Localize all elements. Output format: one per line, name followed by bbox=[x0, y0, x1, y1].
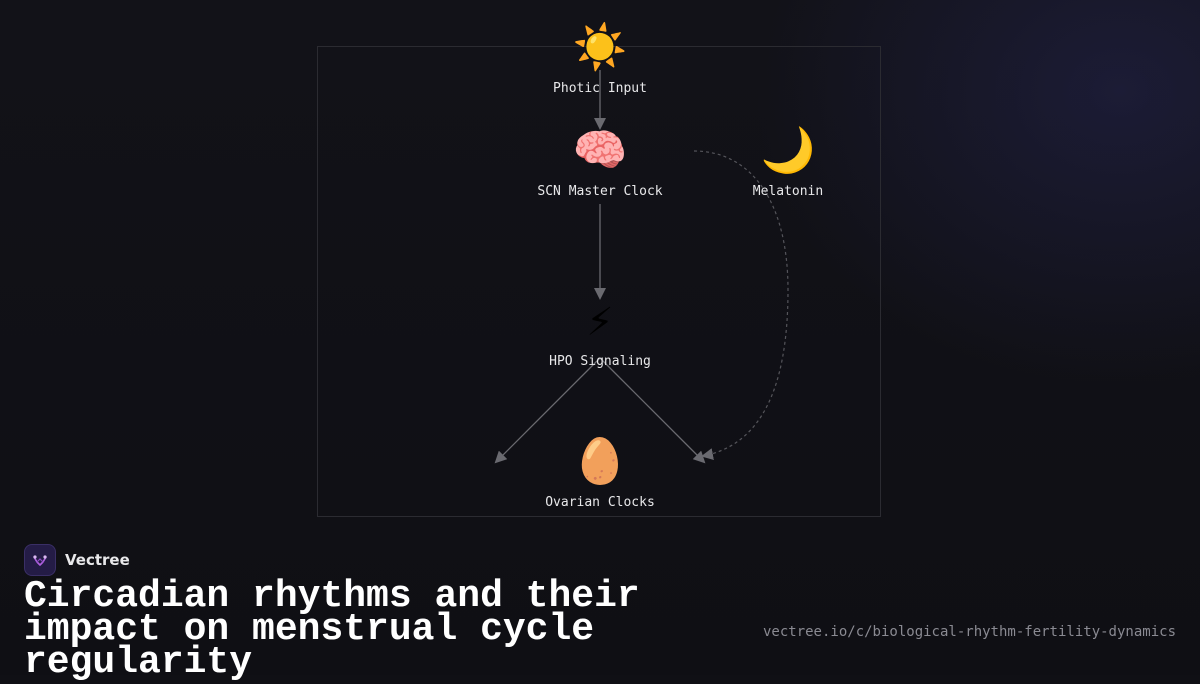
egg-icon: 🥚 bbox=[572, 436, 628, 487]
node-melatonin: 🌙 Melatonin bbox=[753, 123, 823, 201]
node-label-ovarian-clocks: Ovarian Clocks bbox=[545, 495, 655, 510]
page-title: Circadian rhythms and their impact on me… bbox=[24, 575, 640, 684]
lightning-icon: ⚡ bbox=[586, 295, 614, 346]
edge-scn-to-ovarian-dashed bbox=[693, 150, 789, 460]
node-photic-input: ☀️ Photic Input bbox=[553, 20, 647, 98]
edge-hpo-to-ovarian-right bbox=[599, 357, 706, 464]
diagram-frame bbox=[317, 46, 881, 517]
brand-name: Vectree bbox=[65, 551, 130, 569]
node-hpo-signaling: ⚡ HPO Signaling bbox=[549, 293, 651, 371]
source-url: vectree.io/c/biological-rhythm-fertility… bbox=[762, 624, 1176, 640]
node-label-melatonin: Melatonin bbox=[752, 184, 824, 199]
brain-icon: 🧠 bbox=[572, 125, 628, 176]
edge-hpo-to-ovarian-left bbox=[494, 357, 601, 464]
brand: Vectree bbox=[24, 544, 130, 576]
node-label-scn-master-clock: SCN Master Clock bbox=[537, 184, 663, 199]
node-label-photic-input: Photic Input bbox=[553, 81, 647, 96]
node-ovarian-clocks: 🥚 Ovarian Clocks bbox=[545, 434, 655, 512]
node-scn-master-clock: 🧠 SCN Master Clock bbox=[537, 123, 662, 201]
sun-icon: ☀️ bbox=[572, 22, 628, 73]
node-label-hpo-signaling: HPO Signaling bbox=[549, 354, 651, 369]
crescent-moon-icon: 🌙 bbox=[760, 125, 816, 176]
vectree-logo-icon bbox=[24, 544, 56, 576]
